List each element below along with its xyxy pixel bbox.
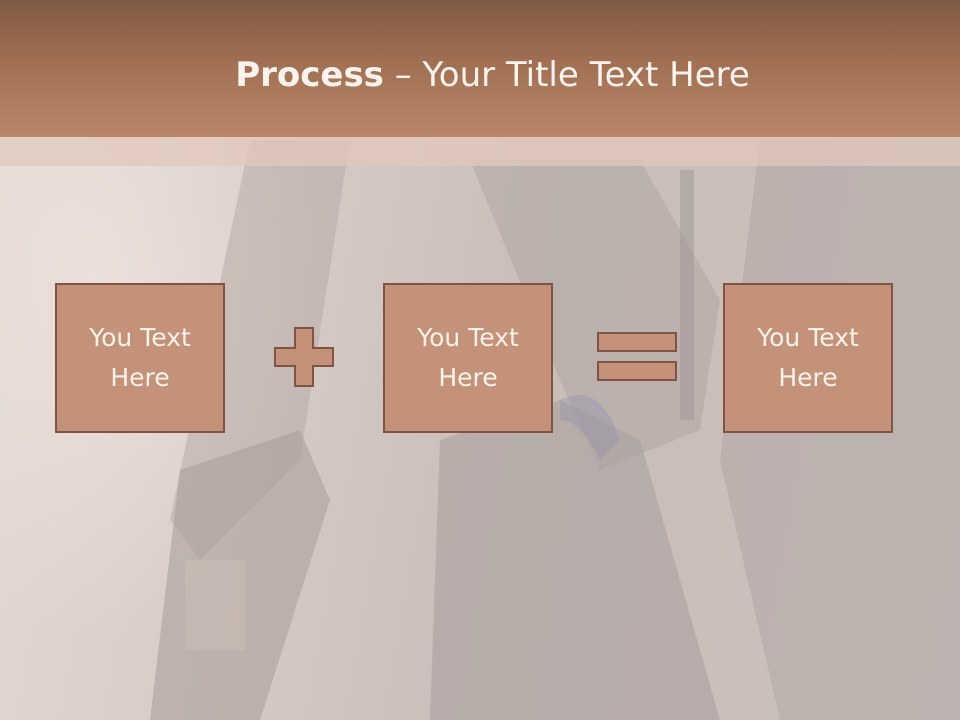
process-box-2: You Text Here bbox=[383, 283, 553, 433]
title-strip bbox=[0, 137, 960, 166]
process-box-3: You Text Here bbox=[723, 283, 893, 433]
slide-title: Process – Your Title Text Here bbox=[0, 52, 960, 98]
process-box-1: You Text Here bbox=[55, 283, 225, 433]
title-rest: – Your Title Text Here bbox=[383, 55, 750, 95]
equals-icon bbox=[597, 332, 677, 381]
plus-icon bbox=[274, 327, 334, 387]
title-bold: Process bbox=[235, 55, 384, 95]
title-band bbox=[0, 0, 960, 137]
